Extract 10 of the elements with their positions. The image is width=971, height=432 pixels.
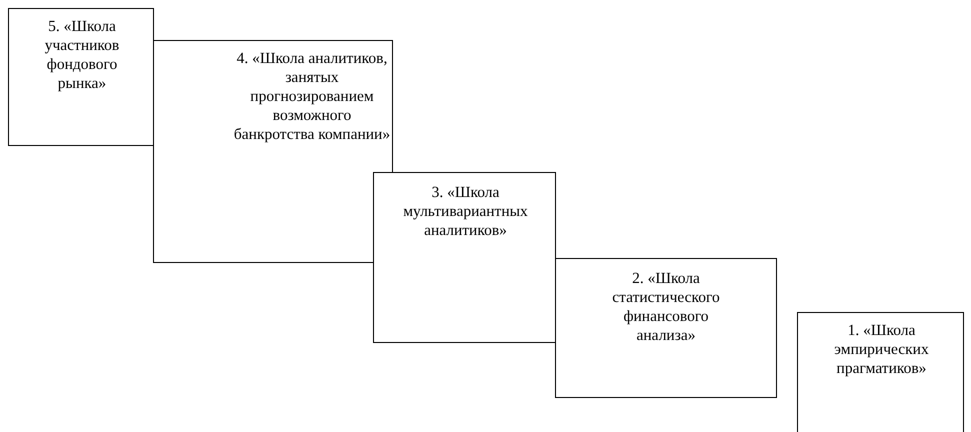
- stage-box: [153, 40, 393, 263]
- stage-box: [8, 8, 154, 146]
- stage-label: 4. «Школа аналитиков, занятых прогнозированием возможного банкротства компании»: [232, 49, 392, 144]
- stage-label: 5. «Школа участников фондового рынка»: [44, 17, 120, 93]
- stage-box: [373, 172, 556, 343]
- stage-label: 2. «Школа статистического финансового анализа»: [611, 269, 721, 345]
- stage-box: [797, 312, 964, 432]
- stage-box: [555, 258, 777, 398]
- stage-label: 1. «Школа эмпирических прагматиков»: [833, 321, 930, 378]
- stage-label: 3. «Школа мультивариантных аналитиков»: [402, 183, 529, 240]
